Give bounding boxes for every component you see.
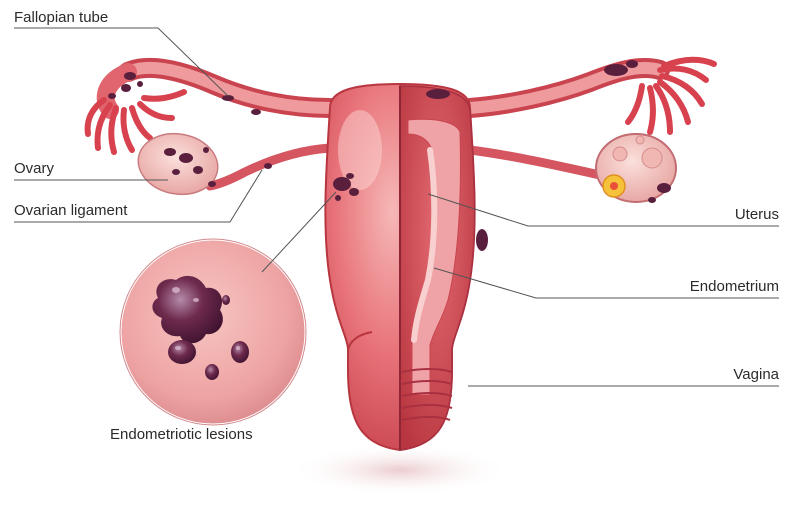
uterus-body — [325, 84, 474, 450]
label-vagina: Vagina — [733, 366, 779, 384]
label-fallopian-tube: Fallopian tube — [14, 9, 108, 27]
label-ovarian-ligament: Ovarian ligament — [14, 202, 127, 220]
right-ovarian-ligament — [470, 150, 600, 175]
label-ovary: Ovary — [14, 160, 54, 178]
label-uterus: Uterus — [735, 206, 779, 224]
magnified-lesion-view — [120, 239, 306, 425]
label-endometriotic-lesions: Endometriotic lesions — [110, 426, 253, 444]
leader-uterus — [428, 194, 779, 226]
right-fallopian-tube — [470, 68, 660, 108]
label-endometrium: Endometrium — [690, 278, 779, 296]
floor-shadow — [290, 444, 510, 496]
